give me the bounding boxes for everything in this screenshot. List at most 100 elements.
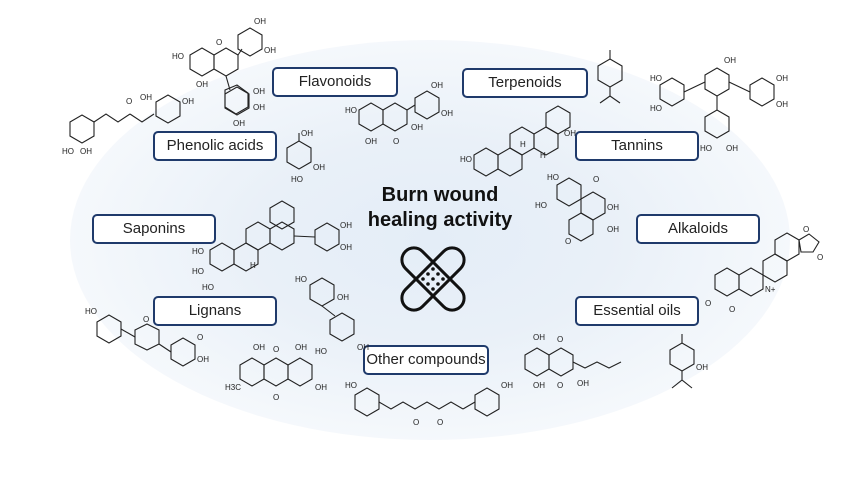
title-line-1: Burn wound [381, 184, 499, 206]
saponin-sugar-chain: HO OH HO OH [295, 275, 369, 356]
svg-text:OH: OH [253, 343, 265, 352]
svg-text:O: O [593, 175, 599, 184]
svg-text:OH: OH [577, 379, 589, 388]
svg-text:O: O [273, 345, 279, 354]
svg-text:OH: OH [182, 97, 194, 106]
svg-text:OH: OH [564, 129, 576, 138]
lignan-structure: HO O O OH [85, 307, 209, 367]
svg-text:OH: OH [724, 56, 736, 65]
svg-text:O: O [705, 299, 711, 308]
svg-text:OH: OH [776, 100, 788, 109]
svg-text:HO: HO [650, 74, 662, 83]
label-lignans: Lignans [153, 296, 277, 326]
svg-text:N+: N+ [765, 285, 776, 294]
svg-text:OH: OH [340, 243, 352, 252]
svg-text:OH: OH [140, 93, 152, 102]
svg-text:HO: HO [345, 381, 357, 390]
svg-text:OH: OH [501, 381, 513, 390]
svg-text:H: H [540, 151, 546, 160]
svg-text:O: O [273, 393, 279, 402]
svg-text:OH: OH [357, 343, 369, 352]
label-alkaloids: Alkaloids [636, 214, 760, 244]
svg-text:HO: HO [202, 283, 214, 292]
center-title: Burn wound healing activity [350, 183, 530, 233]
svg-text:O: O [557, 335, 563, 344]
svg-text:O: O [817, 253, 823, 262]
svg-text:O: O [565, 237, 571, 246]
svg-text:O: O [803, 225, 809, 234]
svg-text:HO: HO [192, 267, 204, 276]
label-flavonoids: Flavonoids [272, 67, 398, 97]
svg-text:H: H [250, 261, 256, 270]
label-phenolic-acids: Phenolic acids [153, 131, 277, 161]
svg-text:HO: HO [172, 52, 184, 61]
svg-text:OH: OH [196, 80, 208, 89]
svg-text:O: O [437, 418, 443, 427]
svg-text:HO: HO [192, 247, 204, 256]
essential-oil-structure-2: OH [669, 334, 708, 389]
phenolic-acid-structure-2: OH OH HO [286, 129, 325, 184]
svg-text:OH: OH [411, 123, 423, 132]
svg-text:HO: HO [315, 347, 327, 356]
svg-text:OH: OH [313, 163, 325, 172]
svg-text:OH: OH [264, 46, 276, 55]
svg-text:OH: OH [533, 381, 545, 390]
tannin-structure-2: HO HO OH OH O O [535, 173, 619, 246]
svg-text:HO: HO [700, 144, 712, 153]
svg-text:OH: OH [197, 355, 209, 364]
phenolic-acid-structure-1: HO OH OH O OH [62, 93, 194, 156]
svg-text:OH: OH [253, 87, 265, 96]
svg-text:O: O [557, 381, 563, 390]
svg-text:OH: OH [607, 203, 619, 212]
svg-text:HO: HO [345, 106, 357, 115]
svg-text:OH: OH [301, 129, 313, 138]
svg-text:OH: OH [533, 333, 545, 342]
svg-text:OH: OH [607, 225, 619, 234]
alkaloid-structure: N+ O O O O [705, 225, 823, 314]
essential-oil-structure-1: OH O OH O OH [524, 333, 622, 390]
label-terpenoids: Terpenoids [462, 68, 588, 98]
svg-text:H: H [520, 140, 526, 149]
svg-text:OH: OH [337, 293, 349, 302]
svg-text:OH: OH [696, 363, 708, 372]
svg-text:OH: OH [365, 137, 377, 146]
svg-text:O: O [216, 38, 222, 47]
svg-text:H3C: H3C [225, 383, 241, 392]
svg-text:OH: OH [254, 17, 266, 26]
svg-text:O: O [197, 333, 203, 342]
svg-text:OH: OH [431, 81, 443, 90]
svg-text:HO: HO [460, 155, 472, 164]
svg-text:OH: OH [253, 103, 265, 112]
other-compound-structure-1: OH O OH H3C O OH [225, 343, 327, 402]
label-tannins: Tannins [575, 131, 699, 161]
svg-text:O: O [729, 305, 735, 314]
flavonoid-structure-1: HO OH OH O OH [172, 17, 276, 115]
svg-text:HO: HO [62, 147, 74, 156]
label-essential-oils: Essential oils [575, 296, 699, 326]
bandage-cross-icon [400, 246, 466, 312]
saponin-structure: HO HO HO H OH OH [192, 200, 352, 292]
label-other-compounds: Other compounds [363, 345, 489, 375]
galloyl-structure: OH OH OH [224, 86, 265, 128]
svg-text:OH: OH [80, 147, 92, 156]
terpenoid-structure-1: HO H H OH [460, 105, 576, 177]
svg-text:HO: HO [295, 275, 307, 284]
tannin-structure-1: OH HO HO OH OH HO OH [650, 56, 788, 153]
svg-text:HO: HO [547, 173, 559, 182]
svg-text:OH: OH [726, 144, 738, 153]
svg-text:OH: OH [340, 221, 352, 230]
svg-text:OH: OH [233, 119, 245, 128]
svg-text:OH: OH [315, 383, 327, 392]
title-line-2: healing activity [367, 209, 513, 231]
svg-text:O: O [413, 418, 419, 427]
svg-text:HO: HO [535, 201, 547, 210]
svg-text:O: O [143, 315, 149, 324]
other-compound-structure-2: HO O O OH [345, 381, 513, 427]
label-saponins: Saponins [92, 214, 216, 244]
terpenoid-structure-2 [597, 50, 623, 104]
svg-text:OH: OH [776, 74, 788, 83]
flavonoid-structure-2: HO OH O OH OH OH [345, 81, 453, 146]
svg-text:O: O [126, 97, 132, 106]
svg-text:HO: HO [85, 307, 97, 316]
svg-text:HO: HO [291, 175, 303, 184]
